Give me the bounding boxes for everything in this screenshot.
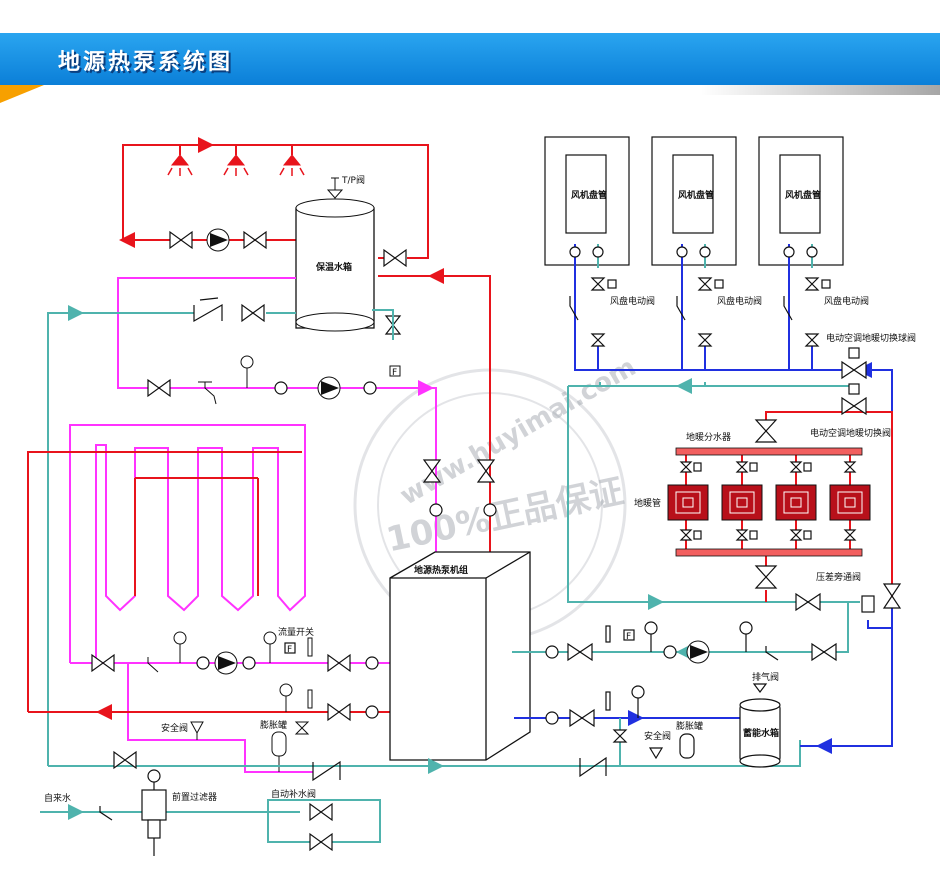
floor-coil-label: 地暖管 bbox=[634, 497, 661, 509]
expansion-tank-1-label: 膨胀罐 bbox=[260, 719, 287, 731]
fan-coil-3-label: 风机盘管 bbox=[785, 189, 821, 201]
makeup-valves bbox=[99, 750, 607, 856]
left-teal-return bbox=[47, 305, 296, 766]
floor-line-pump bbox=[214, 651, 238, 675]
flow-switch-label: 流量开关 bbox=[278, 626, 314, 638]
shower-heads bbox=[167, 154, 305, 176]
right-lower-pump bbox=[686, 640, 710, 664]
fan-coil-2-label: 风机盘管 bbox=[678, 189, 714, 201]
fan-valve-1-label: 风盘电动阀 bbox=[610, 295, 655, 307]
f-mark-2: F bbox=[287, 645, 292, 655]
safety-valve-1-label: 安全阀 bbox=[161, 722, 188, 734]
manifold-bars bbox=[675, 447, 863, 557]
top-pump bbox=[206, 228, 230, 252]
safety-valve-2-label: 安全阀 bbox=[644, 730, 671, 742]
tank-loop-filter bbox=[198, 381, 217, 405]
floor-line-gauges bbox=[147, 631, 313, 712]
title-banner bbox=[0, 33, 940, 85]
fan-valve-2-label: 风盘电动阀 bbox=[717, 295, 762, 307]
teal-drain-tank bbox=[372, 309, 394, 340]
hot-water-tank bbox=[295, 177, 375, 332]
manifold-valves bbox=[679, 383, 902, 613]
expansion-tank-2-label: 膨胀罐 bbox=[676, 720, 703, 732]
floor-coil-panels bbox=[667, 484, 871, 521]
floor-manifold-label: 地暖分水器 bbox=[686, 431, 731, 443]
tank-loop-pump bbox=[317, 376, 341, 400]
left-floor-coils bbox=[27, 424, 306, 712]
auto-makeup-label: 自动补水阀 bbox=[271, 788, 316, 800]
diff-bypass-label: 压差旁通阀 bbox=[816, 571, 861, 583]
left-teal-valves bbox=[193, 297, 265, 323]
tap-water-label: 自来水 bbox=[44, 792, 71, 804]
fan-valve-3-label: 风盘电动阀 bbox=[824, 295, 869, 307]
top-valves bbox=[169, 230, 407, 268]
tank-heating-loop bbox=[117, 277, 437, 552]
tank-loop-valves bbox=[147, 315, 497, 517]
tap-water-line bbox=[40, 740, 801, 843]
tank-loop-gauge bbox=[240, 355, 254, 388]
switch-ball-valve-label: 电动空调地暖切换球阀 bbox=[826, 332, 916, 344]
f-mark-3: F bbox=[626, 632, 631, 642]
heat-pump-label: 地源热泵机组 bbox=[414, 564, 468, 576]
prefilter-label: 前置过滤器 bbox=[172, 791, 217, 803]
heat-pump-unit bbox=[389, 551, 531, 761]
fan-coil-units bbox=[544, 136, 844, 266]
f-mark-1: F bbox=[392, 368, 397, 378]
tank-label: 保温水箱 bbox=[315, 261, 352, 273]
right-lower-valves bbox=[545, 621, 837, 768]
left-safety-group bbox=[190, 721, 310, 772]
fan-coil-1-label: 风机盘管 bbox=[571, 189, 607, 201]
tp-valve-label: T/P阀 bbox=[341, 175, 365, 186]
floor-line-valves bbox=[91, 642, 379, 722]
buffer-tank-label: 蓄能水箱 bbox=[743, 727, 779, 739]
page-title: 地源热泵系统图 bbox=[58, 50, 234, 75]
banner-shadow bbox=[700, 85, 940, 95]
vent-valve-label: 排气阀 bbox=[752, 671, 779, 683]
shower-loop bbox=[119, 137, 429, 259]
tank-loop-flowmeter bbox=[389, 365, 401, 377]
fan-coil-valves bbox=[569, 246, 867, 380]
switch-valve-label: 电动空调地暖切换阀 bbox=[810, 427, 891, 439]
banner-accent bbox=[0, 85, 44, 103]
